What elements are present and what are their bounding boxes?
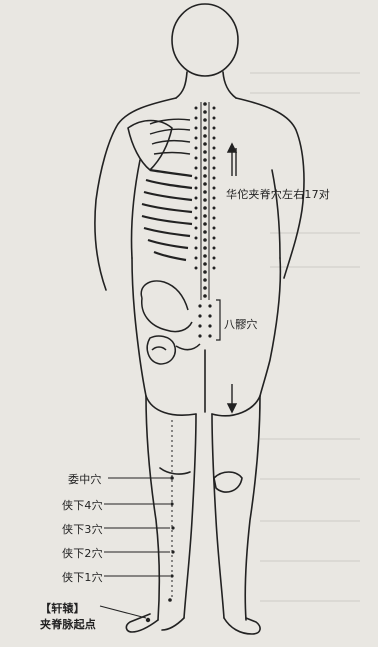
left-leg-outer	[146, 396, 159, 620]
left-arm-outer	[95, 98, 176, 290]
rib-cage	[142, 170, 192, 260]
label-huatuo-jiaji: 华佗夹脊穴左右17对	[226, 186, 330, 202]
leg-channel-points	[146, 476, 175, 622]
left-arm-inner	[131, 160, 140, 258]
right-knee-outline	[214, 472, 242, 492]
neck-right	[223, 72, 236, 98]
right-foot	[224, 618, 260, 634]
label-xiaxia-2: 侠下2穴	[62, 545, 103, 561]
head-outline	[172, 4, 238, 76]
torso-left	[132, 258, 146, 396]
jiaji-channel-left	[195, 107, 198, 270]
right-arm-inner	[272, 170, 280, 258]
label-weizhong: 委中穴	[68, 471, 102, 487]
right-leg-inner	[212, 414, 224, 618]
pelvis-bone	[141, 281, 200, 364]
label-baliao: 八髎穴	[224, 316, 258, 332]
left-knee-crease	[160, 468, 190, 474]
label-xuanyuan: 【轩辕】	[40, 600, 85, 616]
neck-left	[176, 72, 187, 98]
label-xiaxia-1: 侠下1穴	[62, 569, 103, 585]
label-xiaxia-4: 侠下4穴	[62, 497, 103, 513]
buttock-right	[212, 396, 260, 416]
scapula-left	[128, 121, 172, 171]
flow-arrows	[228, 144, 236, 412]
left-leg-inner	[184, 414, 196, 618]
right-leg-outer	[245, 396, 260, 620]
spine-dots	[203, 102, 207, 298]
buttock-left	[146, 396, 196, 415]
label-jiaji-start: 夹脊脉起点	[40, 616, 96, 632]
jiaji-channel-right	[213, 107, 216, 270]
baliao-bracket	[216, 300, 220, 340]
torso-right	[260, 258, 280, 396]
left-heel	[162, 618, 184, 630]
label-xiaxia-3: 侠下3穴	[62, 521, 103, 537]
baliao-points	[198, 304, 211, 337]
